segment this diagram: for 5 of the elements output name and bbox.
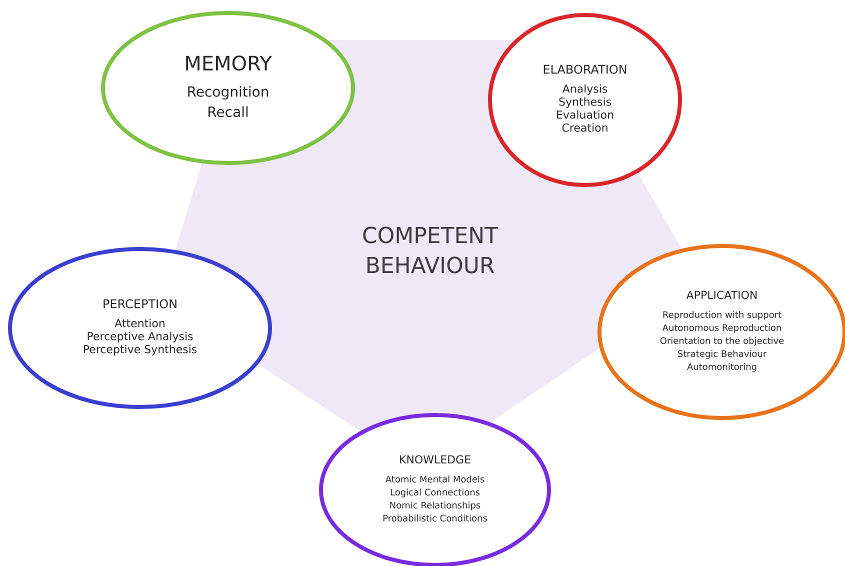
node-label: Nomic Relationships [390, 502, 480, 510]
node-label: Probabilistic Conditions [383, 514, 488, 522]
node-label: KNOWLEDGE [400, 455, 470, 464]
node-label: Atomic Mental Models [385, 476, 484, 483]
node-label: Logical Connections [390, 488, 480, 498]
